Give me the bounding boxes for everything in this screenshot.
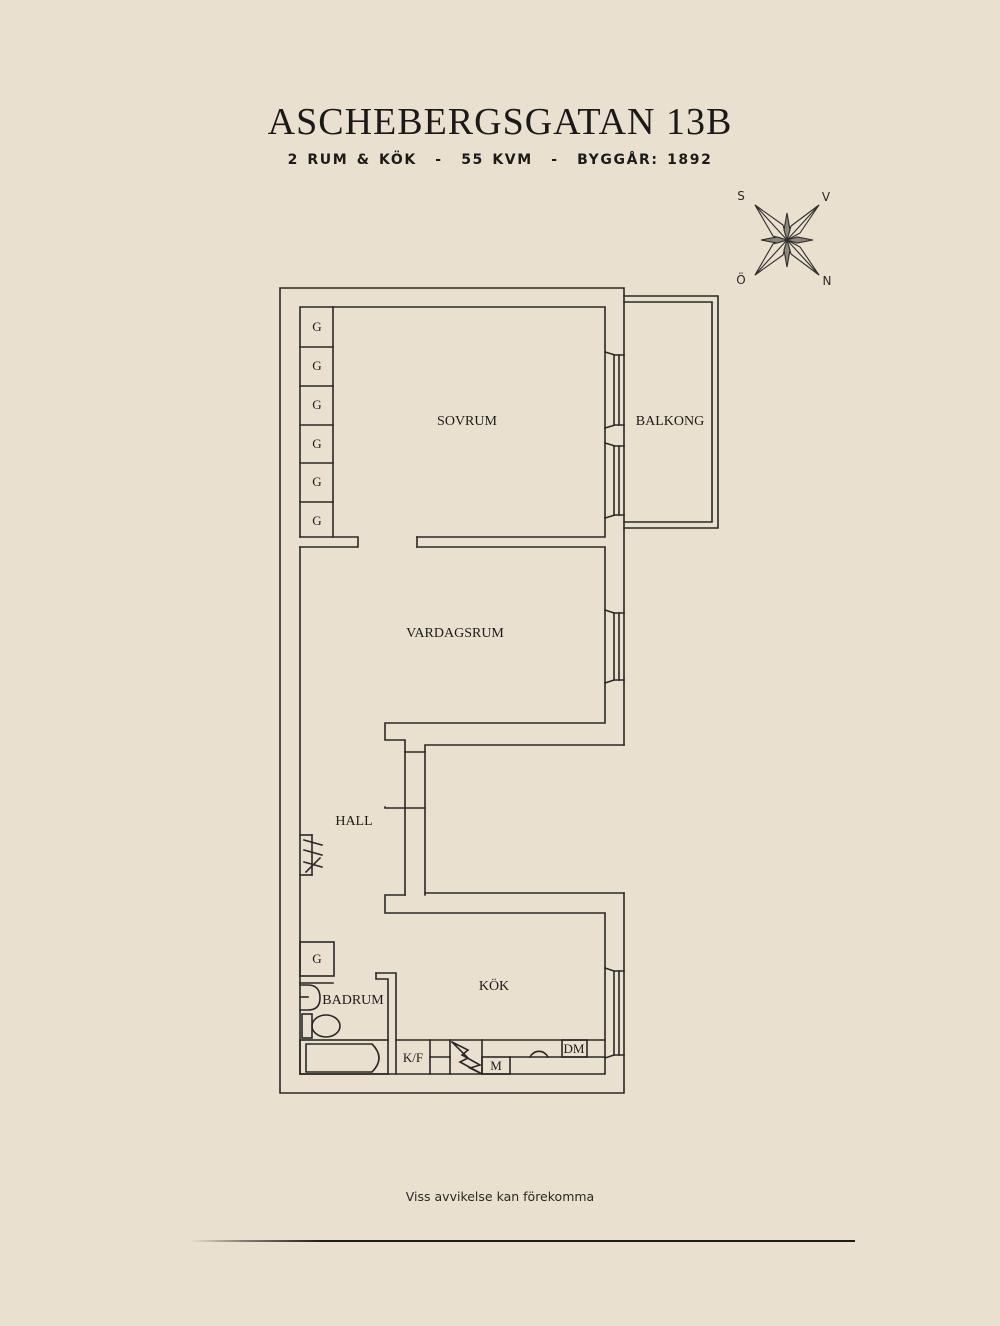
outer-wall bbox=[279, 287, 625, 1094]
balcony-outline bbox=[623, 295, 719, 529]
page-title: ASCHEBERGSGATAN 13B bbox=[267, 101, 733, 143]
wardrobe-label: G bbox=[312, 513, 322, 528]
wardrobe-label: G bbox=[312, 436, 322, 451]
wardrobe-label: G bbox=[312, 474, 322, 489]
separator: - bbox=[435, 152, 443, 168]
separator: - bbox=[551, 152, 559, 168]
compass-label-n: N bbox=[822, 274, 832, 288]
area: 55 KVM bbox=[461, 152, 533, 168]
dishwasher-label: DM bbox=[563, 1041, 585, 1056]
room-label-kok: KÖK bbox=[478, 979, 510, 994]
disclaimer: Viss avvikelse kan förekomma bbox=[405, 1189, 595, 1204]
room-label-sovrum: SOVRUM bbox=[437, 414, 497, 429]
property-summary: 2 RUM & KÖK - 55 KVM - BYGGÅR: 1892 bbox=[0, 152, 1000, 168]
fridge-freezer-label: K/F bbox=[402, 1050, 424, 1065]
wardrobe-label: G bbox=[312, 358, 322, 373]
build-year: BYGGÅR: 1892 bbox=[577, 152, 713, 168]
wardrobe-label: G bbox=[312, 319, 322, 334]
compass-label-o: Ö bbox=[736, 273, 746, 287]
compass-label-v: V bbox=[821, 190, 831, 204]
footer-divider bbox=[190, 1240, 855, 1242]
microwave-label: M bbox=[490, 1058, 502, 1073]
room-label-vardagsrum: VARDAGSRUM bbox=[406, 626, 504, 641]
rooms-count: 2 RUM & KÖK bbox=[287, 152, 417, 168]
room-label-badrum: BADRUM bbox=[322, 993, 384, 1008]
room-label-balkong: BALKONG bbox=[635, 414, 705, 429]
compass-label-s: S bbox=[737, 189, 745, 203]
wardrobe-label: G bbox=[312, 397, 322, 412]
room-label-hall: HALL bbox=[335, 814, 373, 829]
hall-wardrobe-label: G bbox=[312, 951, 322, 966]
